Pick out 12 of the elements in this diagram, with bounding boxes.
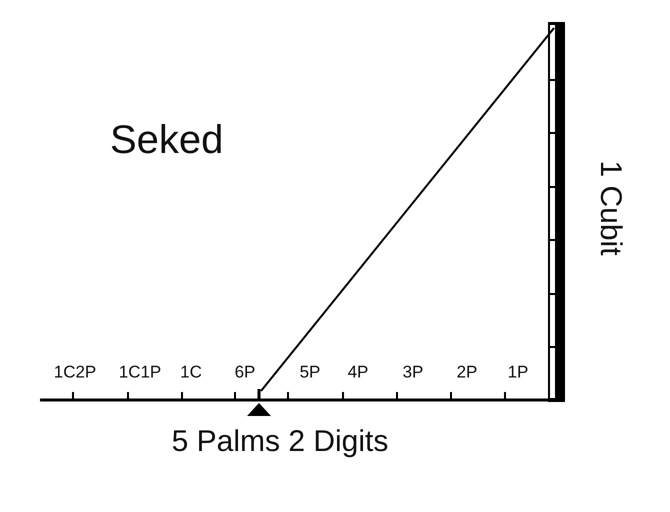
scale-label: 3P [402,364,424,380]
scale-label: 1P [508,364,528,380]
scale-label: 4P [348,364,368,380]
title: Seked [110,120,224,160]
scale-label: 1C2P [54,364,96,380]
scale-label: 5P [300,364,320,380]
scale-label: 6P [234,364,256,380]
scale-label: 2P [456,364,478,380]
dimension-label: 1 Cubit [595,160,625,256]
dimension-label: 5 Palms 2 Digits [172,427,388,457]
scale-label: 1C1P [118,364,162,380]
scale-label: 1C [180,364,202,380]
